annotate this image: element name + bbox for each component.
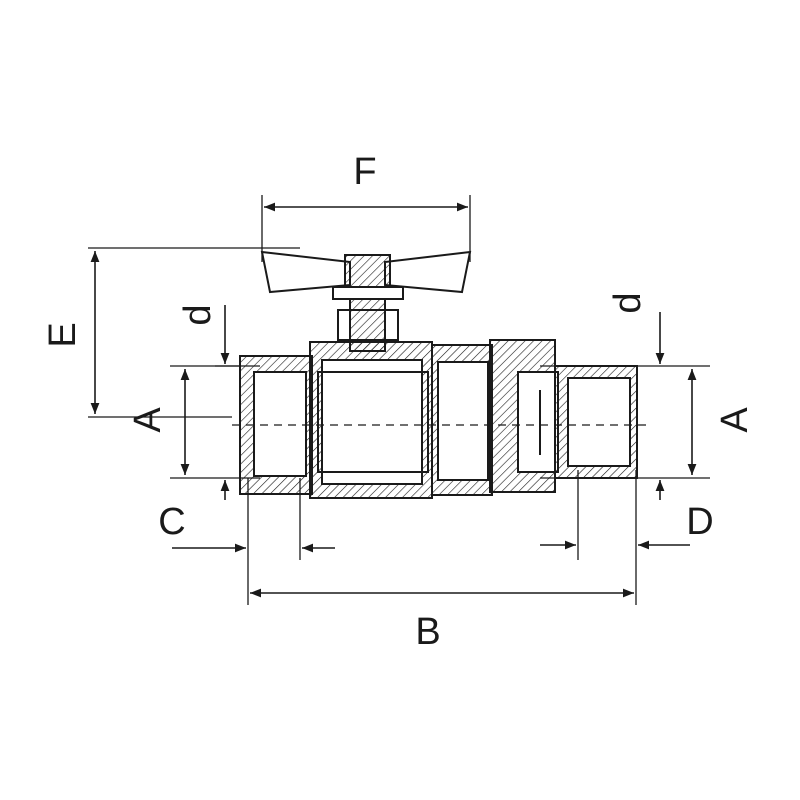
dimension-label-b: B: [415, 611, 441, 653]
dimension-label-e: E: [42, 322, 84, 348]
dimension-label-c: C: [158, 501, 186, 543]
dimension-label-a-left: A: [127, 407, 169, 433]
dimension-label-d-right: d: [607, 292, 649, 314]
dimension-label-d-left: d: [177, 304, 219, 326]
dimension-label-a-right: A: [714, 407, 756, 433]
valve-body: [239, 339, 638, 499]
dimension-label-f: F: [353, 151, 377, 193]
dimension-arrows: [90, 202, 697, 598]
dimension-label-d-upper: D: [686, 501, 714, 543]
butterfly-handle: [260, 250, 472, 352]
